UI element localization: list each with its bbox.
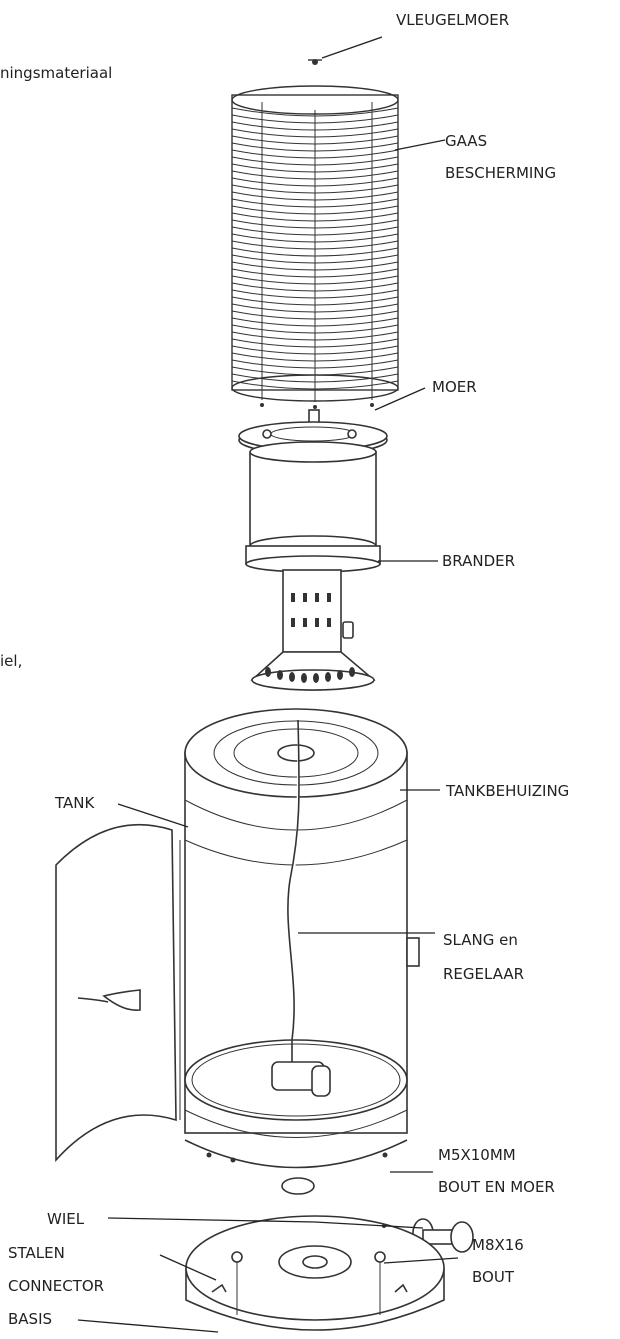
label-connector: CONNECTOR (8, 1277, 104, 1295)
mesh-guard-part (231, 85, 399, 409)
base-part (185, 1215, 445, 1331)
burner-base-slots (265, 667, 355, 683)
label-tank: TANK (54, 794, 95, 812)
label-m8-2: BOUT (472, 1268, 515, 1286)
leader-lines (77, 36, 459, 1333)
label-slang-1: SLANG en (443, 931, 518, 949)
label-brander: BRANDER (442, 552, 515, 570)
tank-door-part (55, 823, 181, 1163)
labels: VLEUGELMOER ningsmateriaal GAAS BESCHERM… (0, 11, 569, 1328)
burner-part (238, 409, 388, 691)
tank-housing-part (184, 708, 420, 1195)
label-slang-2: REGELAAR (443, 965, 524, 983)
label-gaas-2: BESCHERMING (445, 164, 556, 182)
label-edge-top: ningsmateriaal (0, 64, 112, 82)
label-stalen: STALEN (8, 1244, 65, 1262)
burner-holes (291, 593, 331, 627)
label-m5-2: BOUT EN MOER (438, 1178, 555, 1196)
wing-nut-part (308, 59, 322, 65)
label-m5-1: M5X10MM (438, 1146, 516, 1164)
label-gaas-1: GAAS (445, 132, 487, 150)
label-vleugelmoer: VLEUGELMOER (396, 11, 509, 29)
label-m8-1: M8X16 (472, 1236, 524, 1254)
label-moer: MOER (432, 378, 477, 396)
label-tankbehuizing: TANKBEHUIZING (445, 782, 569, 800)
label-basis: BASIS (8, 1310, 52, 1328)
label-edge-mid: iel, (0, 652, 22, 670)
label-wiel: WIEL (47, 1210, 85, 1228)
